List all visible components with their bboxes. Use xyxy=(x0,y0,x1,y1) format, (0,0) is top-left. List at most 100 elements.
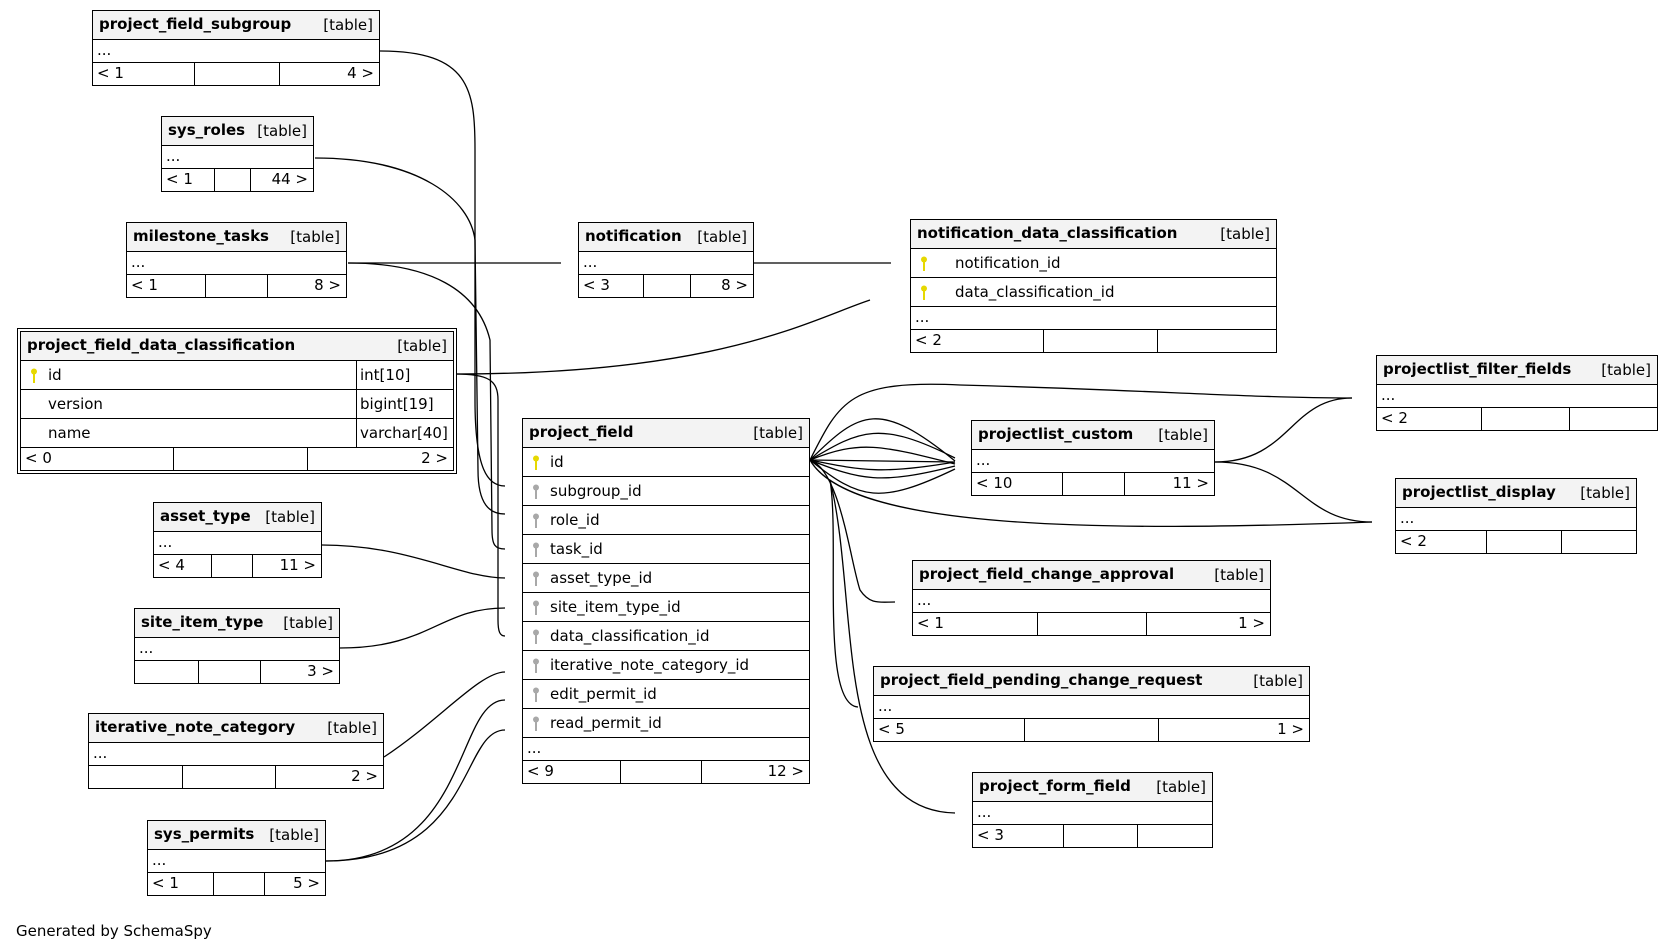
more-columns: ... xyxy=(913,590,1270,613)
foreign-key-icon xyxy=(532,716,540,736)
more-columns: ... xyxy=(579,252,753,275)
table-footer: < 1 1 > xyxy=(913,613,1270,635)
table-project-field-data-classification[interactable]: project_field_data_classification [table… xyxy=(17,328,457,474)
child-count: 11 > xyxy=(1172,474,1209,492)
foreign-key-icon xyxy=(532,600,540,620)
table-sys-permits[interactable]: sys_permits [table] ... < 1 5 > xyxy=(147,820,326,896)
column-row[interactable]: id int[10] xyxy=(21,361,453,390)
table-name: project_field xyxy=(529,423,634,441)
table-name: projectlist_display xyxy=(1402,483,1556,501)
more-columns: ... xyxy=(148,850,325,873)
more-columns: ... xyxy=(874,696,1309,719)
column-row[interactable]: edit_permit_id xyxy=(523,680,809,709)
table-name: projectlist_filter_fields xyxy=(1383,360,1572,378)
column-row[interactable]: read_permit_id xyxy=(523,709,809,738)
foreign-key-icon xyxy=(532,484,540,504)
edge-custom-filter xyxy=(1214,397,1353,463)
foreign-key-icon xyxy=(532,571,540,591)
table-header: projectlist_display [table] xyxy=(1396,479,1636,508)
column-row[interactable]: task_id xyxy=(523,535,809,564)
edge-pf-custom-3 xyxy=(809,446,956,465)
table-footer: < 4 11 > xyxy=(154,555,321,577)
table-kind: [table] xyxy=(1158,426,1208,444)
edge-pf-custom-6 xyxy=(809,459,956,471)
column-row[interactable]: subgroup_id xyxy=(523,477,809,506)
table-projectlist-custom[interactable]: projectlist_custom [table] ... < 10 11 > xyxy=(971,420,1215,496)
table-project-field-pending-change-request[interactable]: project_field_pending_change_request [ta… xyxy=(873,666,1310,742)
table-kind: [table] xyxy=(265,508,315,526)
parent-count: < 3 xyxy=(977,826,1004,844)
table-kind: [table] xyxy=(1214,566,1264,584)
column-row[interactable]: asset_type_id xyxy=(523,564,809,593)
column-row[interactable]: id xyxy=(523,448,809,477)
table-kind: [table] xyxy=(1220,225,1270,243)
parent-count: < 10 xyxy=(976,474,1013,492)
more-columns: ... xyxy=(135,638,339,661)
table-projectlist-filter-fields[interactable]: projectlist_filter_fields [table] ... < … xyxy=(1376,355,1658,431)
column-row[interactable]: site_item_type_id xyxy=(523,593,809,622)
parent-count: < 3 xyxy=(583,276,610,294)
child-count: 8 > xyxy=(721,276,748,294)
table-project-field-subgroup[interactable]: project_field_subgroup [table] ... < 1 4… xyxy=(92,10,380,86)
table-header: sys_permits [table] xyxy=(148,821,325,850)
table-asset-type[interactable]: asset_type [table] ... < 4 11 > xyxy=(153,502,322,578)
table-milestone-tasks[interactable]: milestone_tasks [table] ... < 1 8 > xyxy=(126,222,347,298)
more-columns: ... xyxy=(162,146,313,169)
table-name: milestone_tasks xyxy=(133,227,269,245)
edge-asset-type xyxy=(321,544,506,579)
table-name: project_field_subgroup xyxy=(99,15,292,33)
table-header: site_item_type [table] xyxy=(135,609,339,638)
edge-pfdc-ndc xyxy=(454,299,871,375)
primary-key-icon xyxy=(30,368,38,388)
column-name: data_classification_id xyxy=(955,283,1115,301)
parent-count: < 1 xyxy=(97,64,124,82)
more-columns: ... xyxy=(93,40,379,63)
table-footer: < 1 8 > xyxy=(127,275,346,297)
table-name: asset_type xyxy=(160,507,251,525)
parent-count: < 1 xyxy=(131,276,158,294)
table-projectlist-display[interactable]: projectlist_display [table] ... < 2 xyxy=(1395,478,1637,554)
table-sys-roles[interactable]: sys_roles [table] ... < 1 44 > xyxy=(161,116,314,192)
edge-pf-custom-5 xyxy=(809,459,956,494)
table-kind: [table] xyxy=(397,337,447,355)
table-header: projectlist_custom [table] xyxy=(972,421,1214,450)
table-project-form-field[interactable]: project_form_field [table] ... < 3 xyxy=(972,772,1213,848)
table-footer: < 0 2 > xyxy=(21,448,453,470)
table-iterative-note-category[interactable]: iterative_note_category [table] ... 2 > xyxy=(88,713,384,789)
table-kind: [table] xyxy=(327,719,377,737)
table-kind: [table] xyxy=(1601,361,1651,379)
table-footer: < 10 11 > xyxy=(972,473,1214,495)
parent-count: < 9 xyxy=(527,762,554,780)
table-site-item-type[interactable]: site_item_type [table] ... 3 > xyxy=(134,608,340,684)
table-project-field[interactable]: project_field [table] id subgroup_id rol… xyxy=(522,418,810,784)
table-footer: < 1 44 > xyxy=(162,169,313,191)
child-count: 4 > xyxy=(347,64,374,82)
table-header: project_field_data_classification [table… xyxy=(21,332,453,361)
edge-pf-form-field xyxy=(829,479,956,814)
column-row[interactable]: name varchar[40] xyxy=(21,419,453,448)
table-footer: < 5 1 > xyxy=(874,719,1309,741)
child-count: 5 > xyxy=(293,874,320,892)
table-header: project_field_pending_change_request [ta… xyxy=(874,667,1309,696)
foreign-key-icon xyxy=(532,687,540,707)
table-name: project_field_change_approval xyxy=(919,565,1175,583)
column-name: edit_permit_id xyxy=(550,685,657,703)
column-row[interactable]: version bigint[19] xyxy=(21,390,453,419)
table-notification[interactable]: notification [table] ... < 3 8 > xyxy=(578,222,754,298)
table-project-field-change-approval[interactable]: project_field_change_approval [table] ..… xyxy=(912,560,1271,636)
column-row[interactable]: notification_id xyxy=(911,249,1276,278)
table-name: notification xyxy=(585,227,682,245)
primary-key-icon xyxy=(920,256,928,276)
edge-pf-custom-2 xyxy=(809,418,956,462)
column-name: role_id xyxy=(550,511,600,529)
column-row[interactable]: data_classification_id xyxy=(911,278,1276,307)
column-name: id xyxy=(48,366,62,384)
more-columns: ... xyxy=(972,450,1214,473)
table-notification-data-classification[interactable]: notification_data_classification [table]… xyxy=(910,219,1277,353)
table-footer: < 9 12 > xyxy=(523,761,809,783)
column-row[interactable]: role_id xyxy=(523,506,809,535)
more-columns: ... xyxy=(1377,385,1657,408)
foreign-key-icon xyxy=(532,658,540,678)
column-row[interactable]: iterative_note_category_id xyxy=(523,651,809,680)
column-row[interactable]: data_classification_id xyxy=(523,622,809,651)
